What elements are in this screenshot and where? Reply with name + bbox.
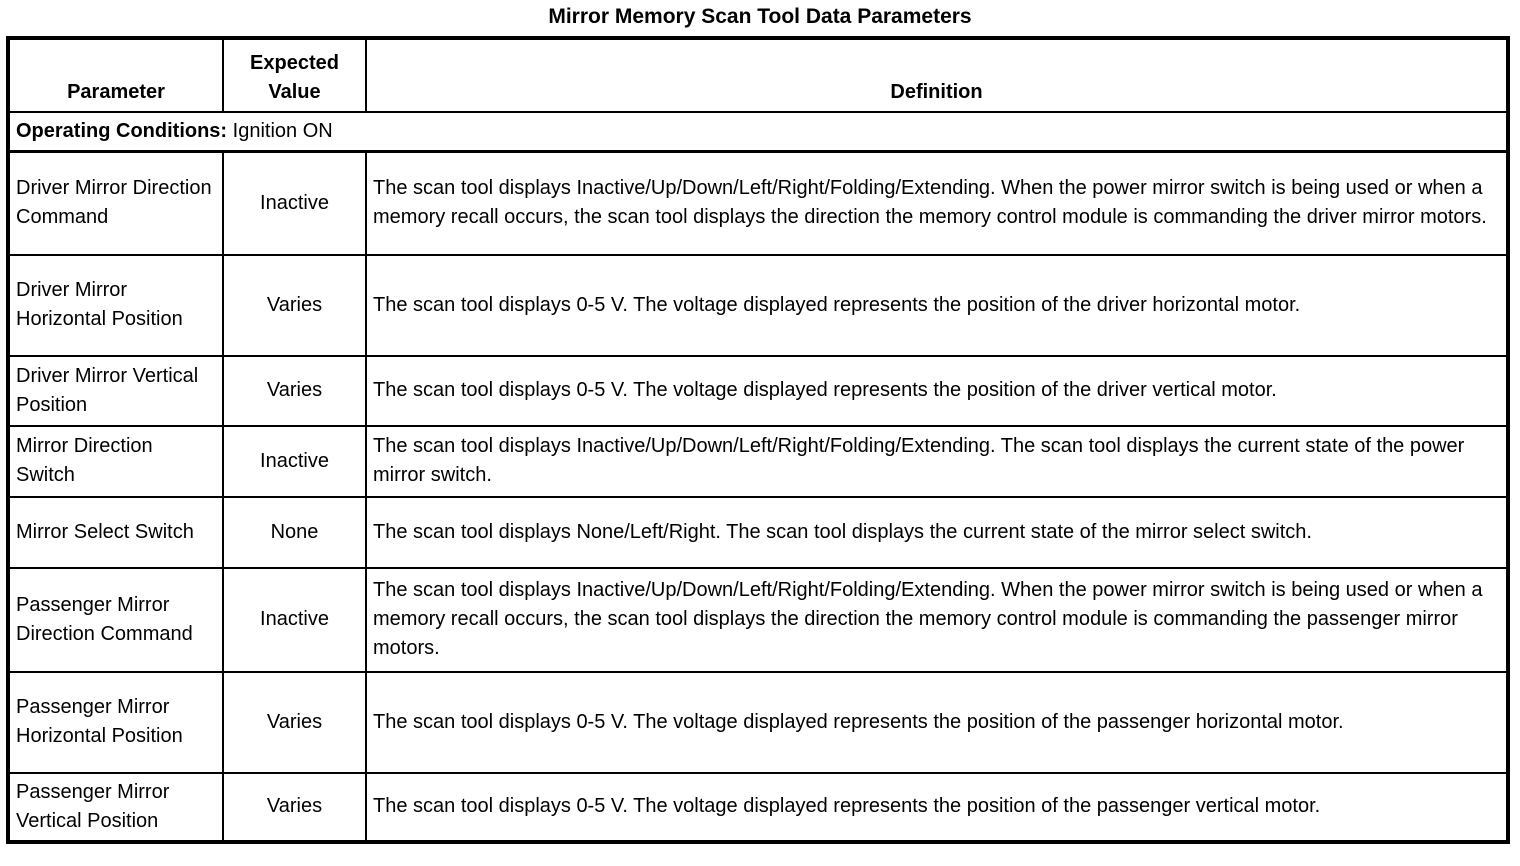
definition-cell: The scan tool displays Inactive/Up/Down/…	[365, 150, 1509, 256]
col-header-parameter: Parameter	[7, 37, 224, 113]
expected-value-cell: Varies	[222, 771, 367, 843]
parameter-cell: Mirror Select Switch	[7, 495, 224, 569]
parameter-cell: Passenger Mirror Direction Command	[7, 566, 224, 673]
expected-value-cell: None	[222, 495, 367, 569]
table-row: Mirror Direction Switch Inactive The sca…	[7, 424, 1509, 498]
col-header-expected-value: Expected Value	[222, 37, 367, 113]
expected-value-cell: Inactive	[222, 424, 367, 498]
definition-cell: The scan tool displays None/Left/Right. …	[365, 495, 1509, 569]
table-row: Mirror Select Switch None The scan tool …	[7, 495, 1509, 569]
page-title: Mirror Memory Scan Tool Data Parameters	[548, 5, 972, 28]
table-header-row: Parameter Expected Value Definition	[7, 37, 1509, 113]
definition-cell: The scan tool displays 0-5 V. The voltag…	[365, 771, 1509, 843]
parameter-cell: Mirror Direction Switch	[7, 424, 224, 498]
expected-value-cell: Varies	[222, 354, 367, 427]
parameter-cell: Driver Mirror Horizontal Position	[7, 253, 224, 357]
definition-cell: The scan tool displays Inactive/Up/Down/…	[365, 566, 1509, 673]
operating-conditions-row: Operating Conditions: Ignition ON	[7, 111, 1509, 153]
expected-value-cell: Varies	[222, 670, 367, 774]
expected-value-cell: Inactive	[222, 150, 367, 256]
parameter-cell: Passenger Mirror Horizontal Position	[7, 670, 224, 774]
definition-cell: The scan tool displays 0-5 V. The voltag…	[365, 354, 1509, 427]
col-header-definition: Definition	[365, 37, 1509, 113]
expected-value-cell: Varies	[222, 253, 367, 357]
operating-conditions-value: Ignition ON	[232, 120, 333, 142]
parameter-cell: Passenger Mirror Vertical Position	[7, 771, 224, 843]
expected-value-cell: Inactive	[222, 566, 367, 673]
definition-cell: The scan tool displays Inactive/Up/Down/…	[365, 424, 1509, 498]
table-row: Passenger Mirror Horizontal Position Var…	[7, 670, 1509, 774]
operating-conditions-cell: Operating Conditions: Ignition ON	[7, 111, 1509, 153]
definition-cell: The scan tool displays 0-5 V. The voltag…	[365, 670, 1509, 774]
parameter-cell: Driver Mirror Direction Command	[7, 150, 224, 256]
table-row: Passenger Mirror Direction Command Inact…	[7, 566, 1509, 673]
table-row: Passenger Mirror Vertical Position Varie…	[7, 771, 1509, 843]
parameter-cell: Driver Mirror Vertical Position	[7, 354, 224, 427]
operating-conditions-label: Operating Conditions:	[16, 120, 228, 142]
table-row: Driver Mirror Direction Command Inactive…	[7, 150, 1509, 256]
table-row: Driver Mirror Horizontal Position Varies…	[7, 253, 1509, 357]
scan-tool-data-table: Parameter Expected Value Definition Oper…	[6, 36, 1510, 844]
definition-cell: The scan tool displays 0-5 V. The voltag…	[365, 253, 1509, 357]
table-row: Driver Mirror Vertical Position Varies T…	[7, 354, 1509, 427]
